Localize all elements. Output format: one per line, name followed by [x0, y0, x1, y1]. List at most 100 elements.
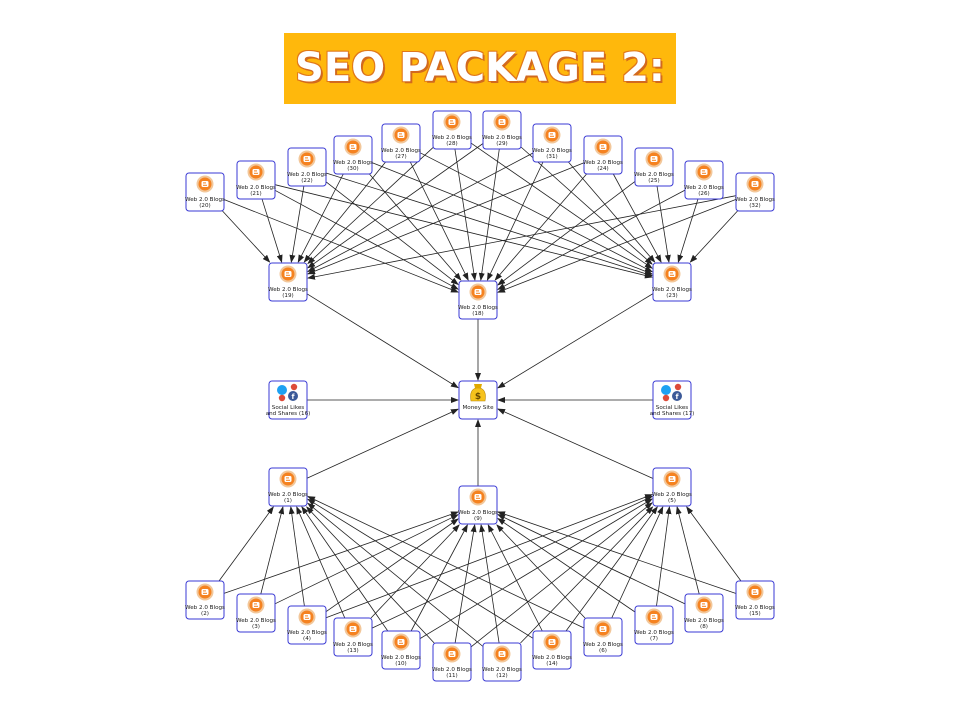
node-label: Web 2.0 Blogs	[532, 655, 572, 661]
node-label: Web 2.0 Blogs	[482, 135, 522, 141]
blog-node-30[interactable]: Web 2.0 Blogs(30)	[333, 135, 373, 175]
node-sublabel: (3)	[252, 624, 260, 630]
blogger-icon	[247, 163, 265, 181]
edge-2-to-9	[223, 511, 459, 594]
node-sublabel: (7)	[650, 636, 658, 642]
blogger-icon	[594, 620, 612, 638]
edge-32-to-19	[307, 195, 737, 280]
blog-node-27[interactable]: Web 2.0 Blogs(27)	[381, 123, 421, 163]
social-share-icon: f	[277, 383, 298, 402]
node-label: Web 2.0 Blogs	[684, 185, 724, 191]
blogger-icon	[344, 138, 362, 156]
node-label: Web 2.0 Blogs	[583, 160, 623, 166]
blogger-icon	[469, 488, 487, 506]
blog-node-29[interactable]: Web 2.0 Blogs(29)	[482, 110, 522, 150]
edge-8-to-5	[675, 506, 700, 595]
blog-node-23[interactable]: Web 2.0 Blogs(23)	[652, 262, 692, 302]
blog-node-28[interactable]: Web 2.0 Blogs(28)	[432, 110, 472, 150]
node-sublabel: (1)	[284, 498, 292, 504]
node-sublabel: (11)	[446, 673, 457, 679]
blog-node-5[interactable]: Web 2.0 Blogs(5)	[652, 467, 692, 507]
edge-6-to-1	[307, 496, 585, 629]
edge-12-to-1	[307, 502, 484, 647]
node-label: Web 2.0 Blogs	[185, 197, 225, 203]
blog-node-26[interactable]: Web 2.0 Blogs(26)	[684, 160, 724, 200]
svg-text:f: f	[675, 393, 679, 401]
node-sublabel: (30)	[347, 166, 358, 172]
node-label: Web 2.0 Blogs	[381, 655, 421, 661]
edge-21-to-19	[261, 198, 283, 263]
blog-node-9[interactable]: Web 2.0 Blogs(9)	[458, 485, 498, 525]
node-sublabel: (18)	[472, 311, 483, 317]
node-label: Social Likes	[272, 405, 305, 411]
blog-node-15[interactable]: Web 2.0 Blogs(15)	[735, 580, 775, 620]
blog-node-24[interactable]: Web 2.0 Blogs(24)	[583, 135, 623, 175]
blog-node-18[interactable]: Web 2.0 Blogs(18)	[458, 280, 498, 320]
node-label: Web 2.0 Blogs	[634, 172, 674, 178]
edge-29-to-23	[520, 146, 653, 265]
blogger-icon	[196, 175, 214, 193]
edge-22-to-18	[325, 181, 459, 286]
blog-node-1[interactable]: Web 2.0 Blogs(1)	[268, 467, 308, 507]
blogger-icon	[344, 620, 362, 638]
blogger-icon	[493, 113, 511, 131]
edge-31-to-18	[486, 161, 544, 281]
blog-node-31[interactable]: Web 2.0 Blogs(31)	[532, 123, 572, 163]
blog-node-25[interactable]: Web 2.0 Blogs(25)	[634, 147, 674, 187]
blog-node-19[interactable]: Web 2.0 Blogs(19)	[268, 262, 308, 302]
blog-node-6[interactable]: Web 2.0 Blogs(6)	[583, 617, 623, 657]
edge-13-to-5	[371, 495, 653, 629]
node-sublabel: (28)	[446, 141, 457, 147]
edge-11-to-1	[306, 506, 435, 644]
node-label: Web 2.0 Blogs	[236, 618, 276, 624]
node-label: Web 2.0 Blogs	[333, 642, 373, 648]
node-label: Web 2.0 Blogs	[333, 160, 373, 166]
edge-13-to-9	[370, 524, 460, 619]
edge-29-to-19	[307, 143, 484, 269]
node-label: Money Site	[462, 405, 494, 411]
blogger-icon	[695, 163, 713, 181]
nodes-layer: Web 2.0 Blogs(20)Web 2.0 Blogs(21)Web 2.…	[185, 110, 775, 682]
node-sublabel: (32)	[749, 203, 760, 209]
blog-node-20[interactable]: Web 2.0 Blogs(20)	[185, 172, 225, 212]
blog-node-7[interactable]: Web 2.0 Blogs(7)	[634, 605, 674, 645]
node-sublabel: (8)	[700, 624, 708, 630]
edges-layer	[218, 142, 742, 648]
blog-node-21[interactable]: Web 2.0 Blogs(21)	[236, 160, 276, 200]
blog-node-4[interactable]: Web 2.0 Blogs(4)	[287, 605, 327, 645]
blogger-icon	[493, 645, 511, 663]
blogger-icon	[663, 265, 681, 283]
node-sublabel: (14)	[546, 661, 557, 667]
edge-2-to-1	[218, 506, 274, 582]
blog-node-22[interactable]: Web 2.0 Blogs(22)	[287, 147, 327, 187]
blog-node-2[interactable]: Web 2.0 Blogs(2)	[185, 580, 225, 620]
node-label: Web 2.0 Blogs	[583, 642, 623, 648]
blog-node-32[interactable]: Web 2.0 Blogs(32)	[735, 172, 775, 212]
blogger-icon	[663, 470, 681, 488]
edge-7-to-5	[656, 506, 672, 607]
node-sublabel: (22)	[301, 178, 312, 184]
money-site-node[interactable]: $Money Site	[458, 380, 498, 420]
edge-20-to-19	[222, 210, 271, 263]
blogger-icon	[298, 608, 316, 626]
blog-node-13[interactable]: Web 2.0 Blogs(13)	[333, 617, 373, 657]
blog-node-8[interactable]: Web 2.0 Blogs(8)	[684, 593, 724, 633]
edge-31-to-19	[307, 152, 534, 272]
blog-node-3[interactable]: Web 2.0 Blogs(3)	[236, 593, 276, 633]
edge-21-to-18	[274, 189, 459, 290]
edge-25-to-23	[656, 185, 671, 263]
node-sublabel: (20)	[199, 203, 210, 209]
edge-4-to-1	[288, 506, 305, 607]
blog-node-12[interactable]: Web 2.0 Blogs(12)	[482, 642, 522, 682]
blog-node-11[interactable]: Web 2.0 Blogs(11)	[432, 642, 472, 682]
edge-21-to-23	[274, 184, 653, 279]
edge-19-to-money	[306, 293, 459, 389]
node-sublabel: (4)	[303, 636, 311, 642]
edge-14-to-1	[307, 498, 534, 639]
node-label: Web 2.0 Blogs	[185, 605, 225, 611]
blog-node-14[interactable]: Web 2.0 Blogs(14)	[532, 630, 572, 670]
blog-node-10[interactable]: Web 2.0 Blogs(10)	[381, 630, 421, 670]
edge-10-to-9	[410, 524, 468, 632]
